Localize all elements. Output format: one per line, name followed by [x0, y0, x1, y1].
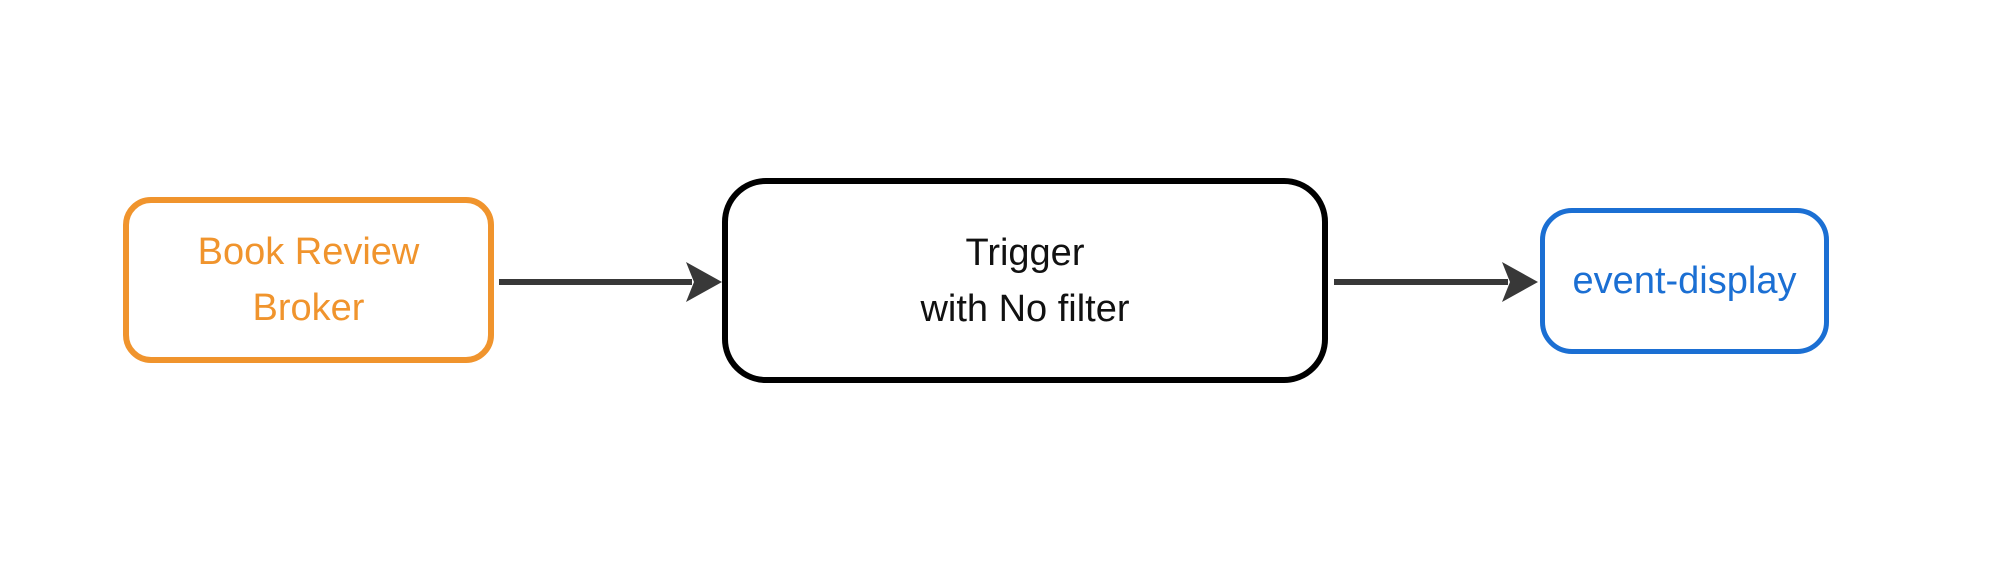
arrowhead-icon: [1502, 262, 1538, 302]
arrowhead-icon: [686, 262, 722, 302]
edge-broker-to-trigger: [499, 262, 722, 302]
node-label-line: Broker: [252, 287, 365, 329]
node-book-review-broker: Book Review Broker: [123, 197, 494, 363]
node-label-line: event-display: [1572, 260, 1797, 302]
node-label-line: with No filter: [920, 287, 1130, 330]
node-label-line: Trigger: [965, 231, 1085, 274]
node-label-line: Book Review: [197, 231, 420, 273]
node-trigger-with-no-filter: Trigger with No filter: [722, 178, 1328, 383]
edge-trigger-to-event-display: [1334, 262, 1538, 302]
node-event-display: event-display: [1540, 208, 1829, 354]
